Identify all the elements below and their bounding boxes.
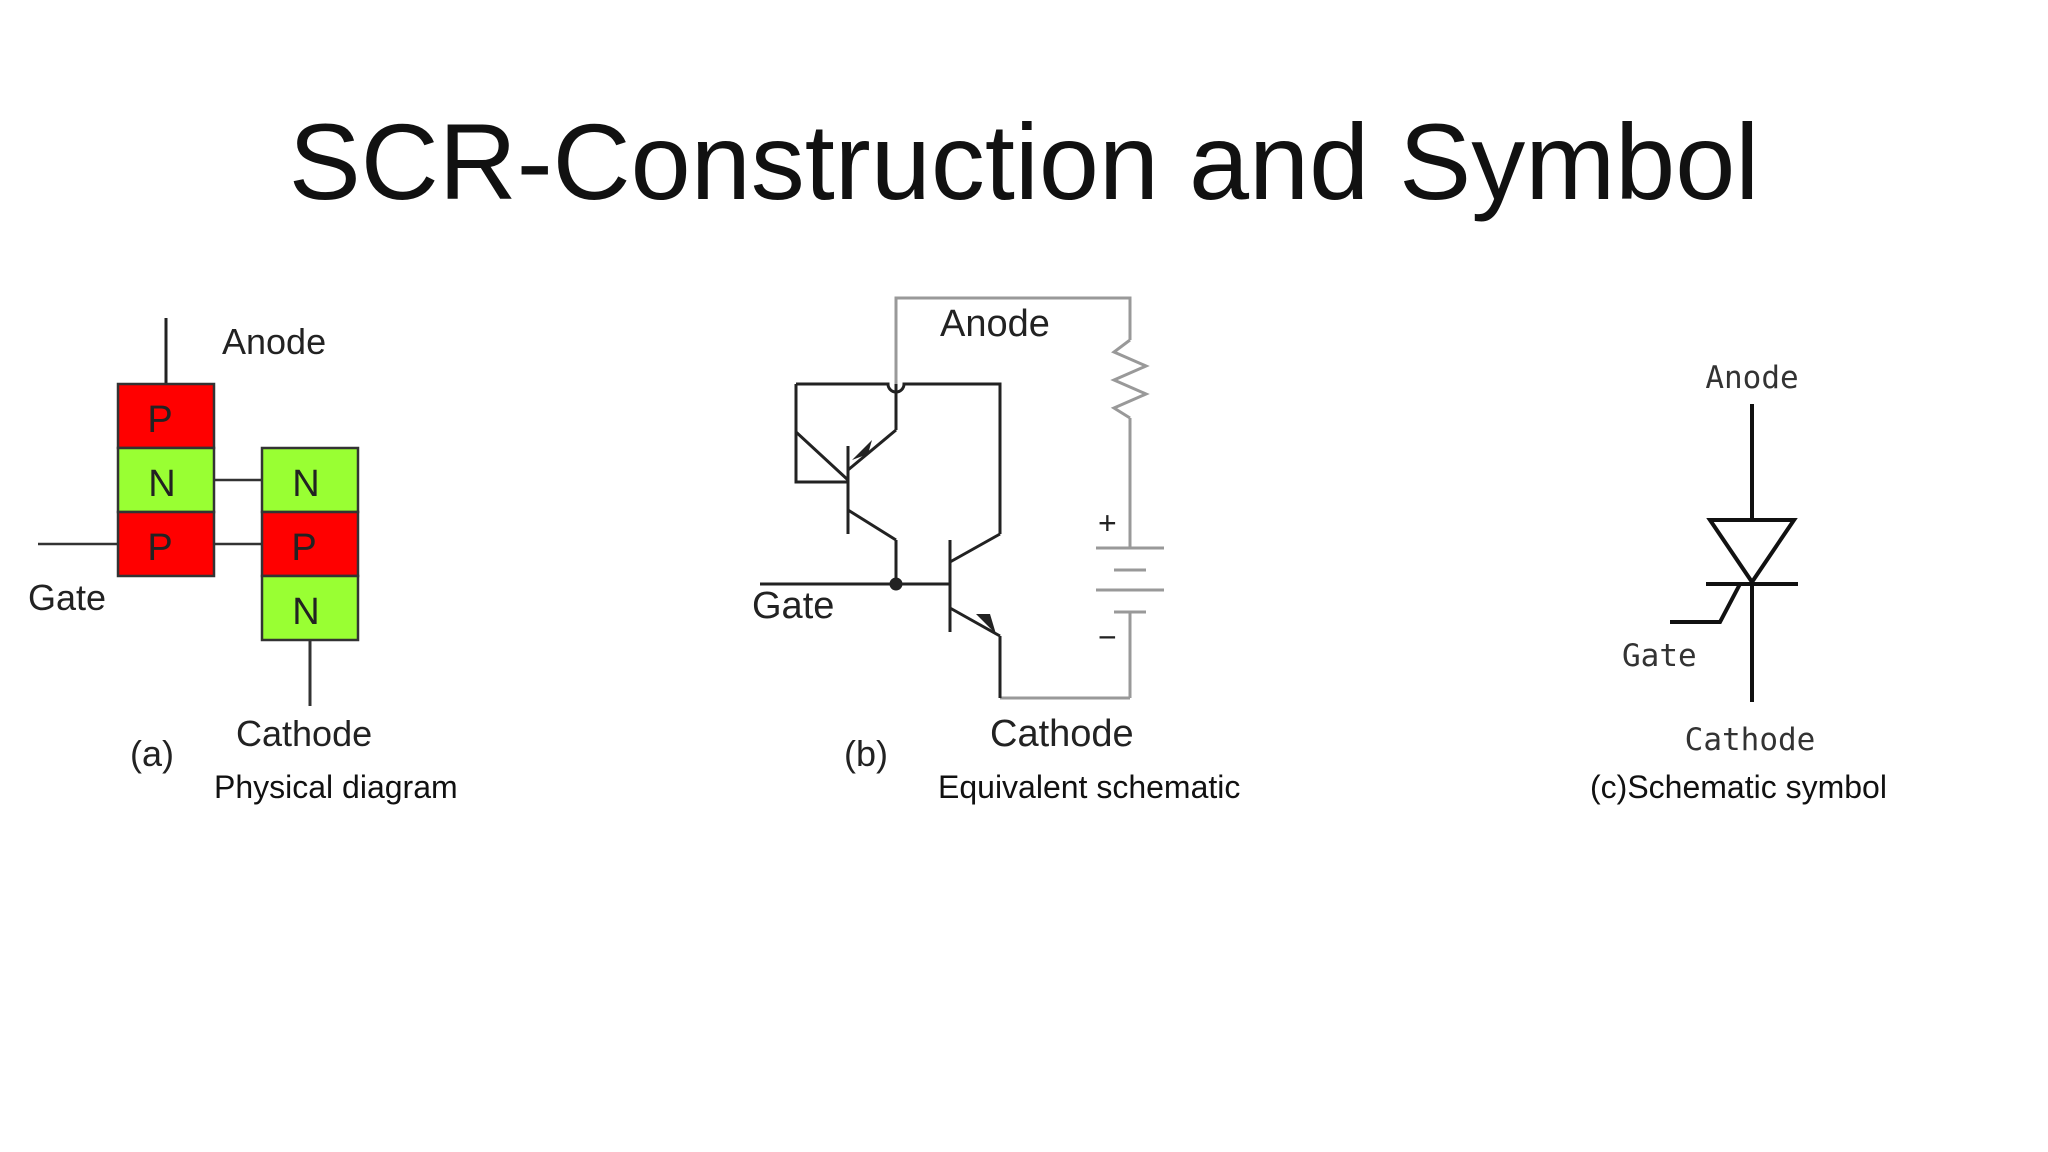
symbol-caption: (c)Schematic symbol bbox=[1590, 769, 1887, 805]
equivalent-cathode-label: Cathode bbox=[990, 713, 1134, 755]
pnp-arrow-icon bbox=[852, 440, 872, 460]
gate-junction-dot bbox=[889, 577, 903, 591]
left-layer-n-label: N bbox=[148, 463, 175, 505]
symbol-anode-label: Anode bbox=[1705, 360, 1798, 396]
thyristor-triangle-icon bbox=[1706, 518, 1798, 586]
equivalent-schematic bbox=[760, 296, 1164, 700]
physical-tag: (a) bbox=[130, 733, 174, 774]
pnp-base-loop-top bbox=[794, 384, 850, 482]
left-layer-p-bottom-label: P bbox=[147, 527, 172, 569]
pnp-collector bbox=[847, 508, 897, 542]
resistor-icon bbox=[1110, 338, 1150, 420]
symbol-cathode-label: Cathode bbox=[1685, 722, 1816, 758]
equivalent-labels: Anode Gate Cathode (b) + − Equivalent sc… bbox=[752, 303, 1240, 805]
scr-symbol: Anode Gate Cathode (c)Schematic symbol bbox=[1590, 360, 1887, 805]
equivalent-gate-label: Gate bbox=[752, 585, 834, 627]
npn-arrow-icon bbox=[976, 614, 996, 634]
symbol-gate-lead bbox=[1670, 583, 1742, 624]
anode-top-wire bbox=[894, 296, 1132, 384]
left-layer-p-bottom bbox=[116, 510, 216, 578]
physical-cathode-label: Cathode bbox=[236, 713, 372, 754]
equivalent-anode-label: Anode bbox=[940, 303, 1050, 345]
pnp-emitter bbox=[847, 428, 897, 472]
right-layer-n-top-label: N bbox=[292, 463, 319, 505]
npn-collector bbox=[949, 532, 1001, 564]
equivalent-tag: (b) bbox=[844, 733, 888, 774]
battery-minus-label: − bbox=[1098, 619, 1117, 655]
physical-diagram: P N P N P N Anode Gate Cathode (a) Physi… bbox=[28, 318, 458, 805]
left-layer-p-top-label: P bbox=[147, 399, 172, 441]
right-layer-p-label: P bbox=[291, 527, 316, 569]
right-layer-n-bottom-label: N bbox=[292, 591, 319, 633]
pnp-left-loop bbox=[794, 384, 848, 484]
right-layer-n-bottom bbox=[260, 574, 360, 642]
physical-gate-label: Gate bbox=[28, 577, 106, 618]
battery-plus-label: + bbox=[1098, 505, 1117, 541]
equivalent-caption: Equivalent schematic bbox=[938, 769, 1240, 805]
slide-title: SCR-Construction and Symbol bbox=[288, 101, 1760, 222]
npn-emitter bbox=[949, 606, 1001, 638]
physical-caption: Physical diagram bbox=[214, 769, 458, 805]
symbol-gate-label: Gate bbox=[1622, 638, 1697, 674]
physical-anode-label: Anode bbox=[222, 321, 326, 362]
left-layer-p-top bbox=[116, 382, 216, 450]
